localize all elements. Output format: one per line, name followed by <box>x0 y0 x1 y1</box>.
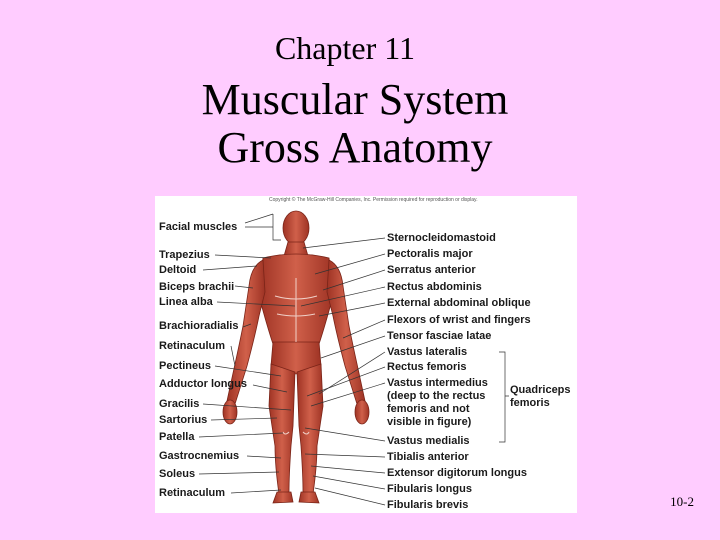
label-facial-muscles: Facial muscles <box>159 221 237 234</box>
label-vastus-medialis: Vastus medialis <box>387 435 470 448</box>
label-trapezius: Trapezius <box>159 249 210 262</box>
label-vastus-intermedius: Vastus intermedius (deep to the rectus f… <box>387 377 499 429</box>
title-line-2: Gross Anatomy <box>0 124 710 172</box>
label-tibialis-anterior: Tibialis anterior <box>387 451 469 464</box>
label-sternocleidomastoid: Sternocleidomastoid <box>387 232 496 245</box>
label-gracilis: Gracilis <box>159 398 199 411</box>
slide-title: Muscular System Gross Anatomy <box>0 76 710 172</box>
label-external-abdominal-oblique: External abdominal oblique <box>387 297 531 310</box>
chapter-heading: Chapter 11 <box>0 30 690 67</box>
slide-number: 10-2 <box>670 494 694 510</box>
label-flexors-of-wrist: Flexors of wrist and fingers <box>387 314 531 327</box>
label-biceps-brachii: Biceps brachii <box>159 281 234 294</box>
label-retinaculum-lower: Retinaculum <box>159 487 225 500</box>
label-fibularis-brevis: Fibularis brevis <box>387 499 468 512</box>
muscle-body-illustration <box>155 196 577 513</box>
label-soleus: Soleus <box>159 468 195 481</box>
label-rectus-femoris: Rectus femoris <box>387 361 466 374</box>
muscle-anatomy-figure: Copyright © The McGraw-Hill Companies, I… <box>155 196 577 513</box>
label-sartorius: Sartorius <box>159 414 207 427</box>
label-pectineus: Pectineus <box>159 360 211 373</box>
label-rectus-abdominis: Rectus abdominis <box>387 281 482 294</box>
label-linea-alba: Linea alba <box>159 296 213 309</box>
label-retinaculum-upper: Retinaculum <box>159 340 225 353</box>
label-fibularis-longus: Fibularis longus <box>387 483 472 496</box>
label-quadriceps-femoris: Quadriceps femoris <box>510 384 576 410</box>
label-extensor-digitorum-longus: Extensor digitorum longus <box>387 467 527 480</box>
label-gastrocnemius: Gastrocnemius <box>159 450 239 463</box>
label-brachioradialis: Brachioradialis <box>159 320 238 333</box>
label-deltoid: Deltoid <box>159 264 196 277</box>
label-serratus-anterior: Serratus anterior <box>387 264 476 277</box>
label-pectoralis-major: Pectoralis major <box>387 248 473 261</box>
label-patella: Patella <box>159 431 194 444</box>
label-tensor-fasciae-latae: Tensor fasciae latae <box>387 330 491 343</box>
label-vastus-lateralis: Vastus lateralis <box>387 346 467 359</box>
title-line-1: Muscular System <box>0 76 710 124</box>
label-adductor-longus: Adductor longus <box>159 378 247 391</box>
